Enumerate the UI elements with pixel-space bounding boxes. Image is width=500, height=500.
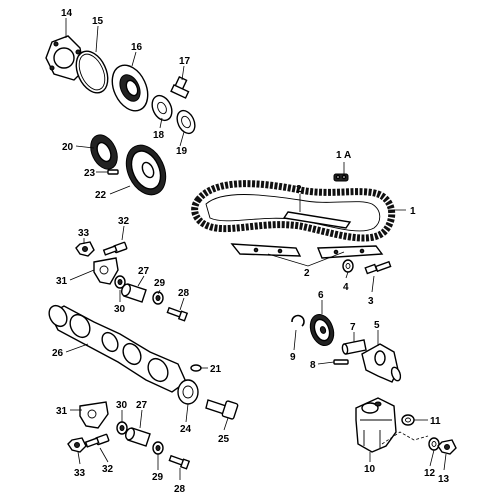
part-6-tensioner-sprocket[interactable] [306, 311, 338, 349]
part-28-screw-lower[interactable] [168, 454, 191, 470]
label-13: 13 [438, 474, 450, 485]
label-29-lower: 29 [152, 472, 164, 483]
part-13-nut[interactable] [437, 439, 457, 455]
part-2-chain-guide-upper[interactable] [282, 211, 352, 229]
part-8-roll-pin[interactable] [333, 359, 349, 365]
label-2-lower: 2 [304, 268, 310, 279]
label-32-lower: 32 [102, 464, 114, 475]
part-29-collar-upper[interactable] [152, 291, 164, 305]
label-5: 5 [374, 320, 380, 331]
label-32-upper: 32 [118, 216, 130, 227]
part-15-seal-ring[interactable] [70, 46, 114, 98]
part-30-spacer-upper[interactable] [114, 275, 126, 289]
label-12: 12 [424, 468, 436, 479]
part-26-camshaft[interactable] [46, 302, 187, 393]
label-14: 14 [61, 8, 73, 19]
part-9-circlip[interactable] [291, 314, 305, 327]
part-2-chain-guide-left[interactable] [230, 243, 302, 257]
part-33-nut-upper[interactable] [75, 241, 95, 257]
part-4-washer[interactable] [342, 259, 354, 273]
label-17: 17 [179, 56, 191, 67]
label-27-lower: 27 [136, 400, 148, 411]
label-9: 9 [290, 352, 296, 363]
part-19-washer[interactable] [174, 108, 199, 137]
label-3: 3 [368, 296, 374, 307]
part-18-washer[interactable] [148, 92, 175, 123]
label-31-lower: 31 [56, 406, 68, 417]
leader-lines [65, 18, 447, 480]
label-22: 22 [95, 190, 107, 201]
part-33-nut-lower[interactable] [67, 437, 87, 453]
part-11-seal[interactable] [401, 414, 415, 426]
part-1-timing-chain[interactable] [191, 180, 396, 242]
part-5-tensioner-arm[interactable] [361, 343, 402, 383]
part-30-spacer-lower[interactable] [116, 421, 128, 435]
part-27-rocker-shaft-upper[interactable] [120, 283, 147, 303]
label-31-upper: 31 [56, 276, 68, 287]
callout-labels: 14 15 16 17 18 19 20 23 22 1 A 1 2 2 4 3… [52, 8, 450, 495]
part-22-camshaft-sprocket[interactable] [119, 139, 174, 201]
label-28-upper: 28 [178, 288, 190, 299]
part-29-collar-lower[interactable] [152, 441, 164, 455]
part-12-washer[interactable] [428, 437, 440, 451]
label-24: 24 [180, 424, 192, 435]
label-33-upper: 33 [78, 228, 90, 239]
label-6: 6 [318, 290, 324, 301]
label-11: 11 [430, 416, 441, 427]
label-20: 20 [62, 142, 74, 153]
label-27-upper: 27 [138, 266, 150, 277]
part-20-sprocket[interactable] [86, 131, 123, 174]
part-2-chain-guide-right[interactable] [316, 245, 384, 259]
label-15: 15 [92, 16, 104, 27]
label-1a: 1 A [336, 150, 351, 161]
label-30-lower: 30 [116, 400, 128, 411]
label-8: 8 [310, 360, 316, 371]
part-28-screw-upper[interactable] [166, 306, 189, 322]
label-29-upper: 29 [154, 278, 166, 289]
label-23: 23 [84, 168, 96, 179]
part-17-bolt[interactable] [170, 76, 190, 99]
label-28-lower: 28 [174, 484, 186, 495]
part-7-pin[interactable] [341, 339, 367, 355]
part-16-gear-hub[interactable] [105, 59, 154, 116]
label-21: 21 [210, 364, 222, 375]
label-25: 25 [218, 434, 230, 445]
part-31-rocker-arm-lower[interactable] [79, 401, 109, 429]
label-26: 26 [52, 348, 64, 359]
part-31-rocker-arm-upper[interactable] [93, 257, 119, 285]
label-7: 7 [350, 322, 356, 333]
part-24-washer[interactable] [177, 379, 199, 405]
label-10: 10 [364, 464, 376, 475]
part-3-bolt[interactable] [364, 260, 392, 275]
label-30-upper: 30 [114, 304, 126, 315]
label-33-lower: 33 [74, 468, 86, 479]
part-25-bolt[interactable] [205, 399, 239, 420]
part-10-tensioner-housing[interactable] [355, 397, 397, 453]
part-23-key[interactable] [107, 169, 119, 175]
part-32-bolt-lower[interactable] [84, 433, 110, 448]
label-1: 1 [410, 206, 416, 217]
label-18: 18 [153, 130, 165, 141]
label-16: 16 [131, 42, 143, 53]
label-4: 4 [343, 282, 349, 293]
part-1a-chain-link[interactable] [333, 173, 349, 182]
part-21-key[interactable] [190, 364, 202, 372]
part-32-bolt-upper[interactable] [102, 241, 128, 256]
label-19: 19 [176, 146, 188, 157]
label-2-upper: 2 [296, 184, 302, 195]
part-27-rocker-shaft-lower[interactable] [124, 427, 151, 447]
